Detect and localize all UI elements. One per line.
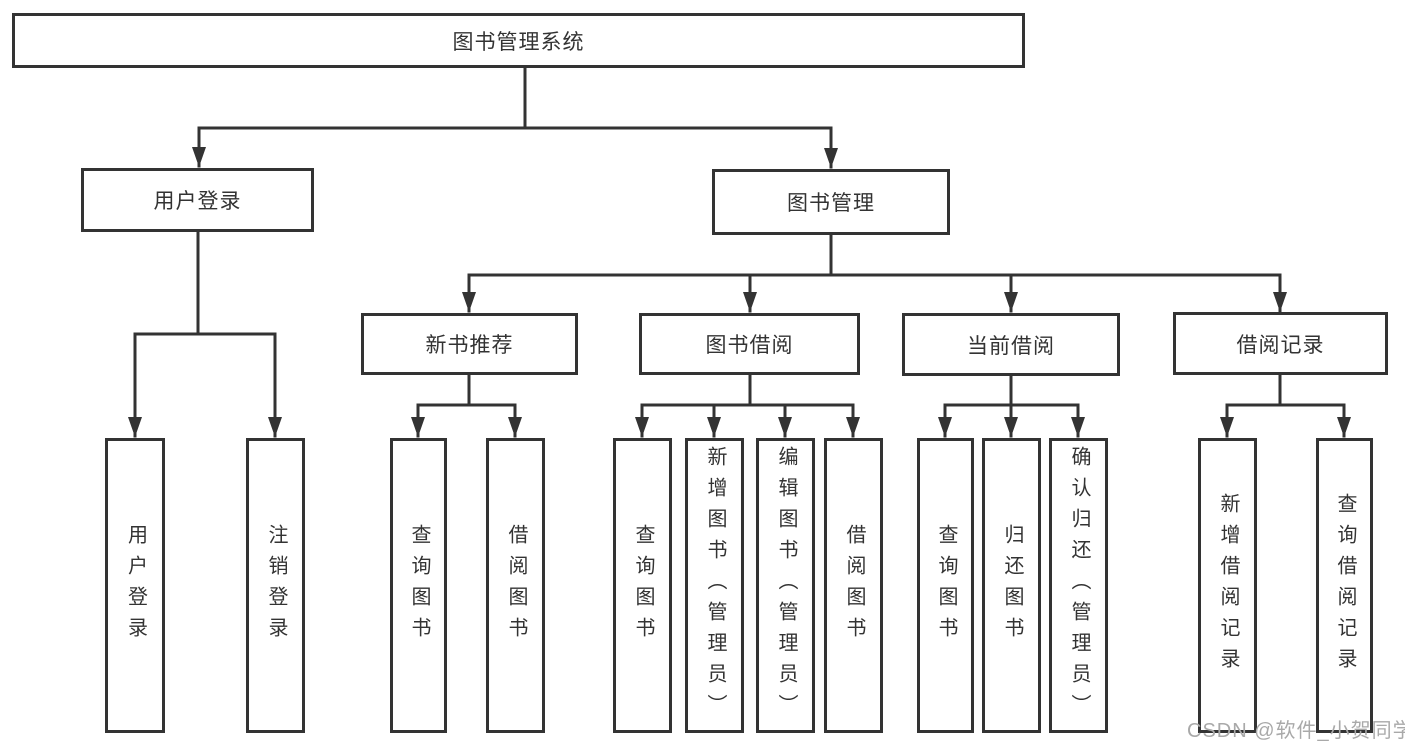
leaf-cb-query-books-label: 查询图书	[935, 523, 957, 648]
leaf-nbr-query-books-label: 查询图书	[408, 523, 430, 648]
node-new-book-recommend-label: 新书推荐	[425, 334, 514, 357]
node-book-management-label: 图书管理	[787, 192, 875, 215]
leaf-logout-label: 注销登录	[265, 523, 287, 648]
node-book-borrow: 图书借阅	[639, 313, 860, 375]
node-borrow-record-label: 借阅记录	[1236, 333, 1325, 357]
leaf-logout: 注销登录	[246, 438, 305, 733]
leaf-bb-borrow-books-label: 借阅图书	[843, 523, 865, 648]
node-borrow-record: 借阅记录	[1173, 312, 1388, 375]
leaf-bb-query-books: 查询图书	[613, 438, 672, 733]
node-user-login-label: 用户登录	[153, 190, 242, 213]
leaf-bb-add-books-admin: 新增图书（管理员）	[685, 438, 744, 733]
node-current-borrow: 当前借阅	[902, 313, 1120, 376]
leaf-nbr-borrow-books: 借阅图书	[486, 438, 545, 733]
leaf-nbr-query-books: 查询图书	[390, 438, 447, 733]
node-root-system: 图书管理系统	[12, 13, 1025, 68]
node-current-borrow-label: 当前借阅	[967, 334, 1055, 358]
leaf-br-query-record-label: 查询借阅记录	[1334, 492, 1356, 679]
leaf-cb-return-books-label: 归还图书	[1001, 523, 1023, 648]
node-book-borrow-label: 图书借阅	[705, 334, 794, 357]
leaf-bb-borrow-books: 借阅图书	[824, 438, 883, 733]
leaf-nbr-borrow-books-label: 借阅图书	[505, 523, 527, 648]
node-new-book-recommend: 新书推荐	[361, 313, 578, 375]
leaf-br-add-record-label: 新增借阅记录	[1217, 492, 1239, 679]
leaf-bb-query-books-label: 查询图书	[632, 523, 654, 648]
leaf-br-query-record: 查询借阅记录	[1316, 438, 1373, 733]
leaf-user-login: 用户登录	[105, 438, 165, 733]
leaf-bb-edit-books-admin: 编辑图书（管理员）	[756, 438, 815, 733]
leaf-br-add-record: 新增借阅记录	[1198, 438, 1257, 733]
leaf-cb-return-books: 归还图书	[982, 438, 1041, 733]
leaf-bb-edit-books-admin-label: 编辑图书（管理员）	[775, 446, 797, 725]
leaf-cb-confirm-return-admin: 确认归还（管理员）	[1049, 438, 1108, 733]
node-user-login: 用户登录	[81, 168, 314, 232]
leaf-user-login-label: 用户登录	[124, 523, 147, 648]
leaf-cb-confirm-return-admin-label: 确认归还（管理员）	[1068, 446, 1090, 725]
leaf-bb-add-books-admin-label: 新增图书（管理员）	[704, 446, 726, 725]
node-root-system-label: 图书管理系统	[452, 30, 585, 54]
node-book-management: 图书管理	[712, 169, 950, 235]
leaf-cb-query-books: 查询图书	[917, 438, 974, 733]
csdn-watermark: CSDN @软件_小贺同学	[1187, 720, 1405, 742]
